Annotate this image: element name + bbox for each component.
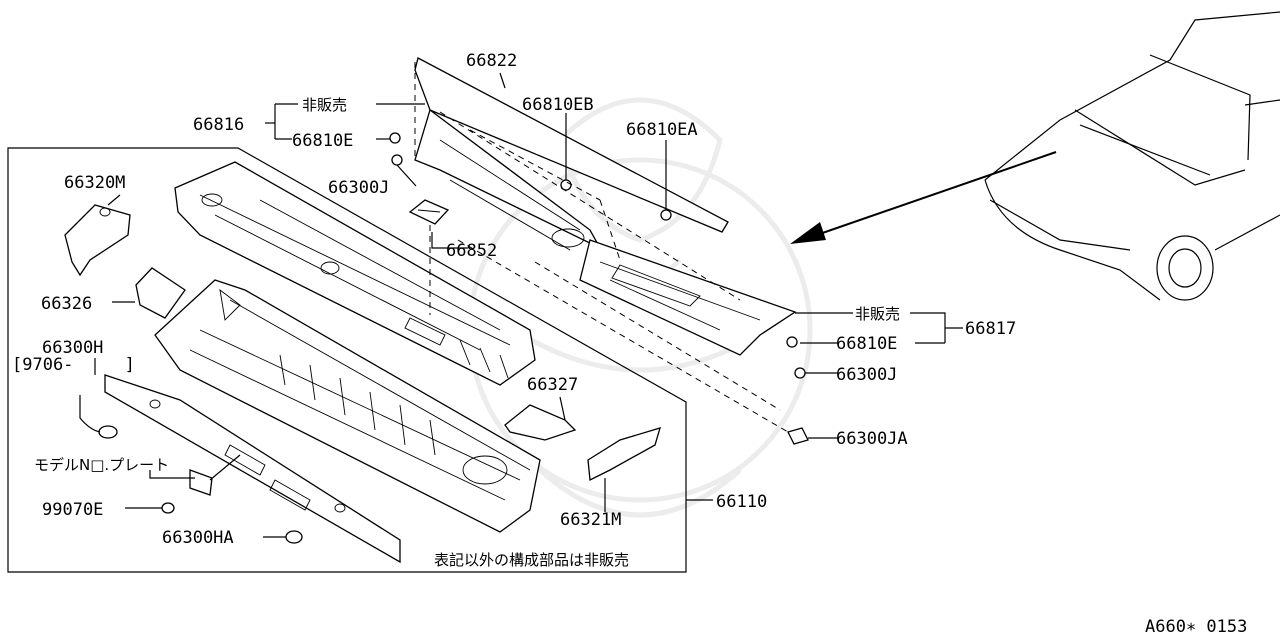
label-model-plate: モデルN□.プレート xyxy=(34,456,169,474)
bracket-66326 xyxy=(135,267,186,319)
label-66300h[interactable]: 66300H xyxy=(42,338,103,358)
bracket-66320m xyxy=(64,204,131,277)
label-66110[interactable]: 66110 xyxy=(716,492,767,512)
label-not-sold-right: 非販売 xyxy=(855,305,900,323)
clips xyxy=(98,132,809,544)
label-66326[interactable]: 66326 xyxy=(41,294,92,314)
label-99070e[interactable]: 99070E xyxy=(42,500,103,520)
label-66327[interactable]: 66327 xyxy=(527,375,578,395)
label-66321m[interactable]: 66321M xyxy=(560,510,621,530)
label-66816[interactable]: 66816 xyxy=(193,115,244,135)
label-66810e-right[interactable]: 66810E xyxy=(836,334,897,354)
label-66300ha[interactable]: 66300HA xyxy=(162,528,234,548)
assembly-dashed-lines xyxy=(414,62,789,433)
car-illustration xyxy=(984,11,1280,301)
label-66300ja[interactable]: 66300JA xyxy=(836,429,908,449)
label-66300j-right[interactable]: 66300J xyxy=(836,365,897,385)
label-date-range: [9706- ] xyxy=(12,355,135,375)
cowl-panel-upper xyxy=(174,161,536,386)
label-66810e-top[interactable]: 66810E xyxy=(292,131,353,151)
grommet-66852 xyxy=(408,199,450,225)
label-66852[interactable]: 66852 xyxy=(446,241,497,261)
part-labels: 66822 66810EB 66810EA 66816 非販売 66810E 6… xyxy=(12,51,1247,637)
diagram-code: A660∗ 0153 xyxy=(1145,617,1247,637)
assembly-box xyxy=(7,147,687,573)
bracket-66321m xyxy=(587,427,661,482)
label-not-sold-top: 非販売 xyxy=(302,96,347,114)
label-66817[interactable]: 66817 xyxy=(965,319,1016,339)
cowl-panel-lower xyxy=(154,279,541,533)
cowl-top-grille xyxy=(414,57,797,356)
location-arrow xyxy=(790,151,1057,244)
seal-strip xyxy=(104,374,401,564)
leader-lines xyxy=(79,72,963,538)
label-66300j-top[interactable]: 66300J xyxy=(328,178,389,198)
label-66822[interactable]: 66822 xyxy=(466,51,517,71)
label-66810eb[interactable]: 66810EB xyxy=(522,95,594,115)
footnote-text: 表記以外の構成部品は非販売 xyxy=(434,551,629,569)
bracket-66327 xyxy=(504,404,577,441)
label-66810ea[interactable]: 66810EA xyxy=(626,120,698,140)
model-plate-shape xyxy=(189,469,213,496)
label-66320m[interactable]: 66320M xyxy=(64,173,125,193)
